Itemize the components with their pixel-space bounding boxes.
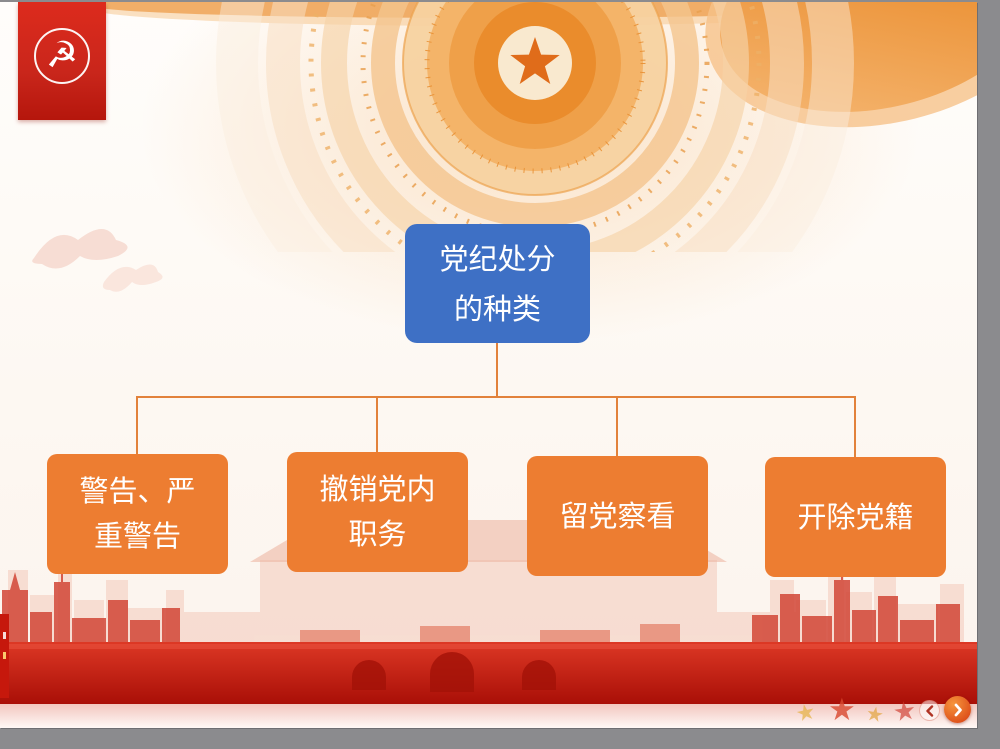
slide: ☭: [0, 2, 977, 728]
node-label-line: 的种类: [453, 291, 541, 326]
diagram-root-node: 党纪处分 的种类: [405, 224, 590, 343]
party-emblem-icon: ☭: [34, 28, 90, 84]
star-icon: ★: [828, 692, 856, 728]
diagram-connectors: [136, 342, 856, 458]
red-cityscape-decoration: [0, 566, 977, 704]
next-slide-button[interactable]: [944, 696, 971, 723]
node-label-line: 警告、严: [79, 474, 196, 508]
party-banner: ☭: [18, 2, 106, 120]
diagram-child-node-removal: 撤销党内 职务: [287, 452, 468, 572]
sunburst-ceiling-decoration: [216, 2, 854, 252]
node-label-line: 留党察看: [559, 498, 676, 533]
chevron-left-icon: [926, 704, 934, 717]
chevron-right-icon: [954, 703, 962, 716]
node-label-line: 重警告: [93, 519, 181, 553]
diagram-child-node-probation: 留党察看: [527, 456, 708, 576]
node-label-line: 党纪处分: [439, 241, 556, 276]
previous-slide-button[interactable]: [919, 700, 940, 721]
left-edge-ribbon: [0, 614, 9, 698]
node-label-line: 撤销党内: [319, 472, 436, 506]
diagram-child-node-expulsion: 开除党籍: [765, 457, 946, 577]
diagram-child-node-warning: 警告、严 重警告: [47, 454, 228, 574]
node-label-line: 开除党籍: [797, 499, 914, 534]
hammer-sickle-icon: ☭: [45, 35, 79, 76]
node-label-line: 职务: [348, 517, 407, 551]
bottom-strip-decoration: [0, 704, 977, 728]
doves-decoration: [32, 229, 163, 292]
